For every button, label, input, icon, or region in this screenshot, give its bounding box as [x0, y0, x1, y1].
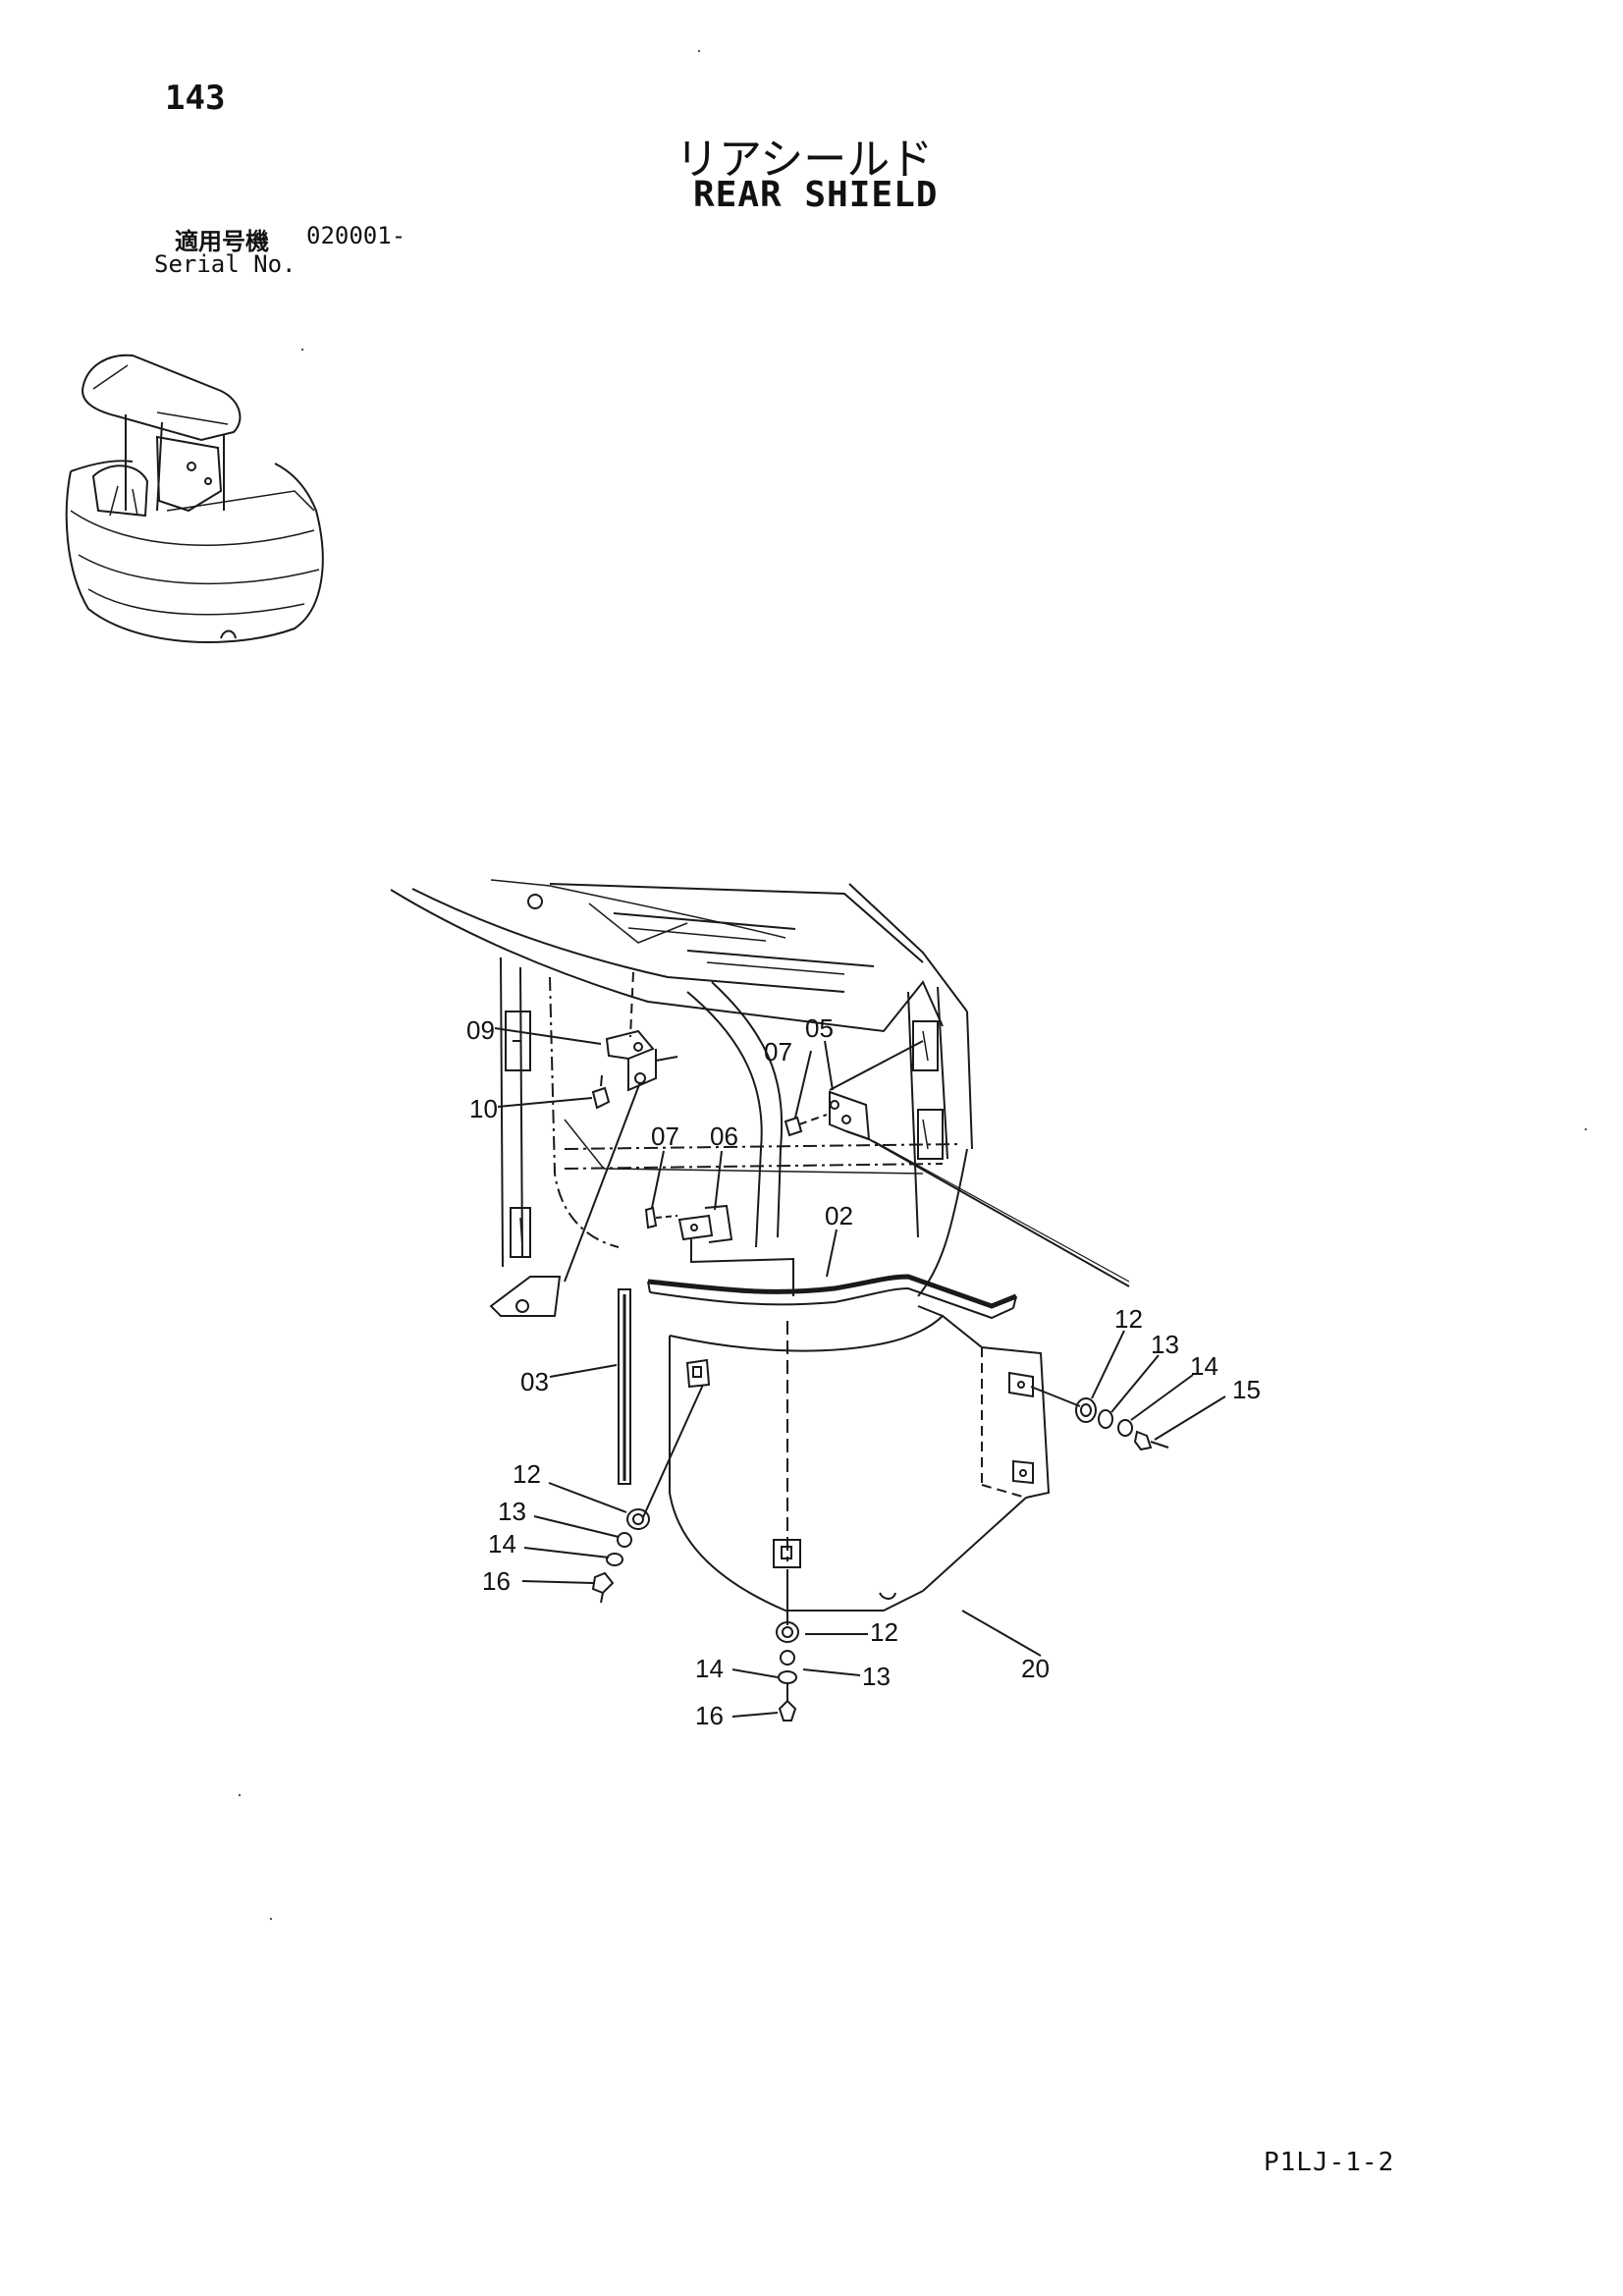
machine-thumbnail — [65, 354, 324, 643]
callout-07: 07 — [764, 1037, 792, 1066]
callout-14: 14 — [488, 1529, 516, 1558]
callout-labels: 09 10 07 05 07 06 02 03 12 13 14 15 12 1… — [466, 1013, 1261, 1730]
callout-13: 13 — [862, 1662, 891, 1691]
page-number: 143 — [165, 79, 226, 118]
serial-number-value: 020001- — [306, 222, 406, 249]
callout-10: 10 — [469, 1094, 498, 1123]
callout-16: 16 — [695, 1701, 724, 1730]
serial-label: Serial No. — [154, 250, 297, 278]
title-japanese: リアシールド — [676, 135, 934, 185]
callout-07: 07 — [651, 1121, 679, 1151]
callout-13: 13 — [1151, 1330, 1179, 1359]
serial-label-japanese: 適用号機 — [175, 228, 269, 255]
callout-09: 09 — [466, 1015, 495, 1045]
callout-13: 13 — [498, 1497, 526, 1526]
callout-12: 12 — [1114, 1304, 1143, 1334]
callout-06: 06 — [710, 1121, 738, 1151]
callout-14: 14 — [695, 1654, 724, 1683]
callout-12: 12 — [870, 1617, 898, 1647]
callout-02: 02 — [825, 1201, 853, 1230]
callout-14: 14 — [1190, 1351, 1218, 1381]
callout-16: 16 — [482, 1566, 511, 1596]
rear-shield-assembly — [238, 49, 1588, 1921]
callout-15: 15 — [1232, 1375, 1261, 1404]
callout-20: 20 — [1021, 1654, 1050, 1683]
callout-05: 05 — [805, 1013, 834, 1043]
callout-12: 12 — [513, 1459, 541, 1489]
page-title: REAR SHIELD — [693, 175, 939, 215]
drawing-code: P1LJ-1-2 — [1264, 2148, 1395, 2177]
callout-03: 03 — [520, 1367, 549, 1396]
